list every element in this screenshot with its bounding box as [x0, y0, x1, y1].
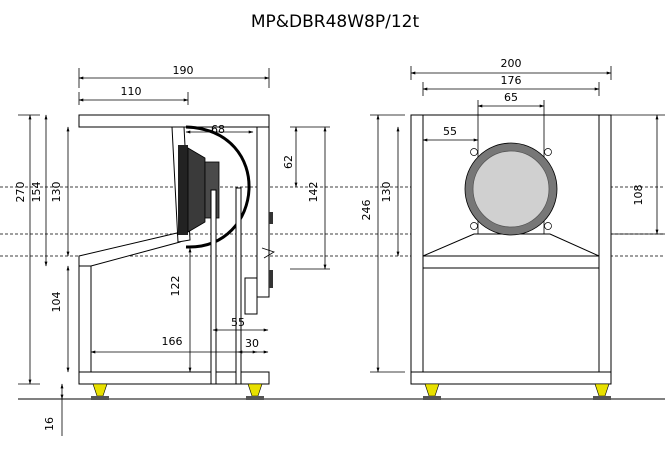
side-bottom-panel: [78, 371, 270, 385]
side-slope-board: [78, 232, 181, 267]
dim-horn-arc: 68: [211, 123, 225, 136]
dim-inner-length: 166: [162, 335, 183, 348]
side-top-panel: [78, 114, 270, 128]
side-foot-rear-pad: [246, 396, 264, 400]
dim-front-driver-width: 65: [504, 91, 518, 104]
dim-port-width: 55: [231, 316, 245, 329]
front-right-panel: [598, 114, 612, 385]
front-screw-hole-2: [544, 148, 552, 156]
dim-foot-height: 16: [43, 417, 56, 431]
dim-slot-width: 30: [245, 337, 259, 350]
side-rear-bracket: [261, 247, 275, 259]
front-foot-right: [594, 383, 610, 397]
front-horn-mouth: [422, 233, 600, 257]
side-inner-board-3: [244, 277, 258, 315]
side-front-lower-panel: [78, 265, 92, 373]
front-left-panel: [410, 114, 424, 385]
dim-overall-depth: 190: [173, 64, 194, 77]
side-rear-panel: [256, 126, 270, 298]
dim-baffle-offset: 110: [121, 85, 142, 98]
side-inner-board-1: [210, 189, 217, 385]
front-bottom-panel: [410, 371, 612, 385]
dim-front-inner-width: 176: [501, 74, 522, 87]
dim-front-inner-height: 246: [360, 200, 373, 221]
dim-front-overall-width: 200: [501, 57, 522, 70]
front-foot-left: [424, 383, 440, 397]
front-driver-cone: [472, 150, 550, 228]
front-screw-hole-1: [470, 148, 478, 156]
dim-front-driver-center: 108: [632, 185, 645, 206]
side-foot-rear: [247, 383, 263, 397]
side-dimensions: [18, 68, 330, 436]
side-foot-front: [92, 383, 108, 397]
side-inner-board-2: [235, 187, 242, 385]
dim-upper-height: 154: [30, 182, 43, 203]
front-foot-right-pad: [593, 396, 611, 400]
front-dimensions: [370, 66, 665, 373]
side-driver-cone: [178, 145, 188, 235]
side-driver-basket: [187, 147, 206, 233]
front-foot-left-pad: [423, 396, 441, 400]
dim-driver-offset: 62: [282, 155, 295, 169]
front-screw-hole-3: [470, 222, 478, 230]
drawing-title: MP&DBR48W8P/12t: [251, 12, 420, 32]
dim-total-height: 270: [14, 182, 27, 203]
side-foot-front-pad: [91, 396, 109, 400]
side-terminal-2: [269, 270, 273, 288]
front-screw-hole-4: [544, 222, 552, 230]
dim-base-height: 104: [50, 292, 63, 313]
dim-duct-length: 122: [169, 276, 182, 297]
side-view: [78, 114, 275, 400]
dim-front-driver-offset: 55: [443, 125, 457, 138]
dim-rear-chamber: 142: [307, 182, 320, 203]
front-view: [410, 114, 612, 400]
dim-front-chamber-height: 130: [380, 182, 393, 203]
side-terminal-1: [269, 212, 273, 224]
dim-chamber-height: 130: [50, 182, 63, 203]
